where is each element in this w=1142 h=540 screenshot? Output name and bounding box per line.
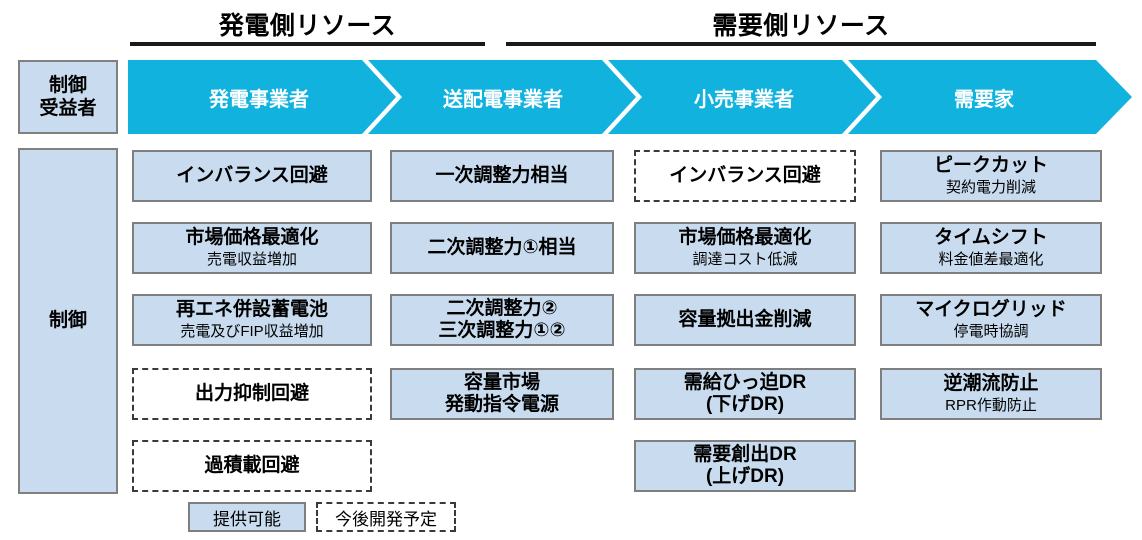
benefit-box-c1-r2[interactable]: 市場価格最適化 売電収益増加	[132, 222, 372, 274]
benefit-box-c4-r3[interactable]: マイクログリッド 停電時協調	[880, 294, 1102, 346]
benefit-box-c2-r1-main: 一次調整力相当	[435, 164, 569, 186]
section-rule-demand	[506, 42, 1096, 46]
benefit-box-c3-r4-main2: (下げDR)	[705, 394, 785, 415]
benefit-box-c4-r1-main: ピークカット	[933, 155, 1048, 177]
benefit-box-c3-r2-main: 市場価格最適化	[678, 227, 812, 249]
banner-stage-label-4: 需要家	[954, 88, 1014, 111]
benefit-box-c4-r3-main: マイクログリッド	[915, 299, 1067, 321]
benefit-box-c3-r3[interactable]: 容量拠出金削減	[634, 294, 856, 346]
benefit-box-c4-r1-sub: 契約電力削減	[945, 178, 1036, 196]
benefit-box-c3-r4-main: 需給ひっ迫DR	[683, 371, 807, 393]
banner-stage-1-shape	[128, 60, 396, 134]
benefit-box-c2-r4-main2: 発動指令電源	[444, 394, 559, 415]
value-chain-banner	[128, 60, 1132, 134]
benefit-box-c4-r3-sub: 停電時協調	[953, 322, 1029, 340]
banner-stage-label-1: 発電事業者	[209, 88, 309, 111]
benefit-box-c3-r2[interactable]: 市場価格最適化 調達コスト低減	[634, 222, 856, 274]
benefit-box-c4-r1[interactable]: ピークカット 契約電力削減	[880, 150, 1102, 202]
benefit-box-c1-r5-main: 過積載回避	[204, 454, 300, 476]
benefit-box-c3-r5[interactable]: 需要創出DR (上げDR)	[634, 440, 856, 492]
legend-item-planned-label: 今後開発予定	[335, 509, 437, 529]
benefit-box-c1-r5[interactable]: 過積載回避	[132, 440, 372, 492]
benefit-box-c3-r5-main2: (上げDR)	[705, 466, 785, 487]
benefit-box-c4-r2[interactable]: タイムシフト 料金値差最適化	[880, 222, 1102, 274]
side-label-control-text: 制御	[48, 310, 87, 332]
benefit-box-c1-r3[interactable]: 再エネ併設蓄電池 売電及びFIP収益増加	[132, 294, 372, 346]
benefit-box-c1-r1[interactable]: インバランス回避	[132, 150, 372, 202]
benefit-box-c1-r2-main: 市場価格最適化	[185, 227, 319, 249]
banner-stage-2-shape	[368, 60, 636, 134]
benefit-box-c3-r3-main: 容量拠出金削減	[678, 308, 812, 330]
legend-item-planned: 今後開発予定	[316, 502, 456, 532]
section-title-demand: 需要側リソース	[712, 12, 890, 40]
benefit-box-c1-r4[interactable]: 出力抑制回避	[132, 368, 372, 420]
benefit-box-c2-r4-main: 容量市場	[463, 371, 540, 393]
legend-item-available-label: 提供可能	[213, 509, 281, 529]
legend-item-available: 提供可能	[188, 502, 306, 532]
benefit-box-c3-r1[interactable]: インバランス回避	[634, 150, 856, 202]
benefit-box-c2-r2[interactable]: 二次調整力①相当	[390, 222, 614, 274]
benefit-box-c1-r3-main: 再エネ併設蓄電池	[175, 299, 328, 321]
benefit-box-c4-r2-main: タイムシフト	[934, 227, 1048, 249]
benefit-box-c1-r3-sub: 売電及びFIP収益増加	[180, 322, 324, 340]
benefit-box-c1-r4-main: 出力抑制回避	[194, 382, 309, 404]
benefit-box-c2-r4[interactable]: 容量市場 発動指令電源	[390, 368, 614, 420]
benefit-box-c2-r3-main2: 三次調整力①②	[438, 320, 566, 341]
banner-stage-label-2: 送配電事業者	[443, 88, 563, 111]
benefit-box-c4-r4-sub: RPR作動防止	[945, 396, 1037, 414]
benefit-box-c3-r5-main: 需要創出DR	[693, 443, 797, 465]
section-rule-generation	[130, 42, 485, 46]
side-label-beneficiary-text: 制御 受益者	[39, 74, 97, 119]
benefit-box-c1-r2-sub: 売電収益増加	[206, 250, 297, 268]
benefit-box-c4-r4-main: 逆潮流防止	[943, 373, 1039, 395]
benefit-box-c3-r1-main: インバランス回避	[669, 164, 821, 186]
benefit-box-c4-r2-sub: 料金値差最適化	[938, 250, 1044, 268]
benefit-box-c2-r2-main: 二次調整力①相当	[427, 236, 577, 258]
benefit-box-c3-r2-sub: 調達コスト低減	[692, 250, 798, 268]
side-label-beneficiary: 制御 受益者	[18, 60, 118, 134]
benefit-box-c2-r1[interactable]: 一次調整力相当	[390, 150, 614, 202]
benefit-box-c2-r3-main: 二次調整力②	[446, 297, 558, 319]
benefit-box-c1-r1-main: インバランス回避	[176, 164, 328, 186]
benefit-box-c4-r4[interactable]: 逆潮流防止 RPR作動防止	[880, 368, 1102, 420]
benefit-box-c3-r4[interactable]: 需給ひっ迫DR (下げDR)	[634, 368, 856, 420]
banner-stage-3-shape	[608, 60, 876, 134]
benefit-box-c2-r3[interactable]: 二次調整力② 三次調整力①②	[390, 294, 614, 346]
banner-stage-label-3: 小売事業者	[694, 88, 794, 111]
banner-stage-4-shape	[848, 60, 1132, 134]
section-title-generation: 発電側リソース	[218, 12, 397, 40]
side-label-control: 制御	[18, 148, 118, 494]
